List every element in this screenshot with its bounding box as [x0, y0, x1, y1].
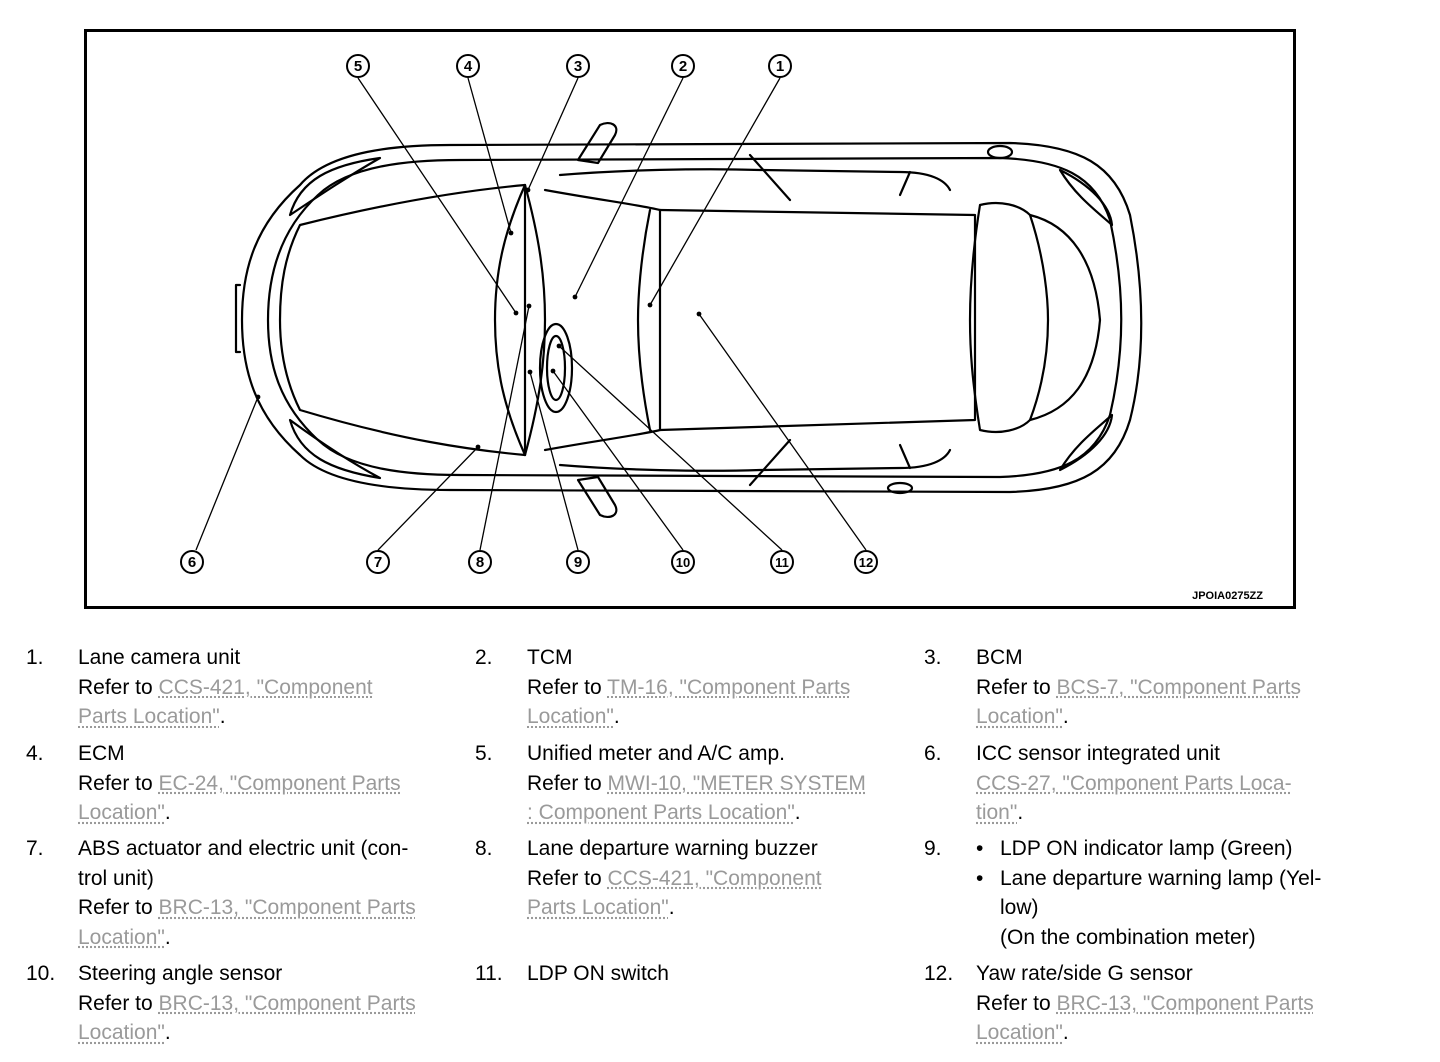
legend-number: 2.	[475, 646, 493, 669]
legend-number: 10.	[26, 962, 56, 985]
legend-title: LDP ON switch	[527, 962, 669, 985]
legend-number: 9.	[924, 837, 942, 860]
mirror-right	[576, 475, 618, 519]
legend-title: Lane camera unit	[78, 646, 241, 669]
svg-text:11: 11	[775, 555, 789, 570]
car-body-outline	[240, 141, 1143, 494]
legend-number: 5.	[475, 742, 493, 765]
svg-text:9: 9	[574, 554, 582, 571]
svg-text:6: 6	[188, 554, 196, 571]
callout-4: 4	[456, 54, 480, 78]
roof	[658, 208, 977, 432]
legend-title: Unified meter and A/C amp.	[527, 742, 785, 765]
callout-11: 11	[770, 550, 794, 574]
rear-window	[968, 201, 1050, 434]
legend-note: (On the combination meter)	[1000, 925, 1256, 949]
callout-12: 12	[854, 550, 878, 574]
legend-number: 7.	[26, 837, 44, 860]
callout-5: 5	[346, 54, 370, 78]
callout-2: 2	[671, 54, 695, 78]
legend-title: ICC sensor integrated unit	[976, 742, 1220, 765]
bullet-item: •Lane departure warning lamp (Yel-low)	[976, 866, 1322, 920]
callout-6: 6	[180, 550, 204, 574]
callout-10: 10	[671, 550, 695, 574]
legend-title: ABS actuator and electric unit (con-	[78, 837, 409, 860]
windshield	[543, 188, 662, 452]
legend-number: 8.	[475, 837, 493, 860]
headlight-left	[288, 156, 382, 217]
refer-to-text: Refer to	[527, 866, 608, 890]
refer-to-text: Refer to	[527, 675, 608, 699]
svg-text:10: 10	[676, 555, 690, 570]
svg-text:2: 2	[679, 58, 687, 75]
refer-to-text: Refer to	[78, 675, 159, 699]
legend-title: ECM	[78, 742, 125, 765]
legend-title: BCM	[976, 646, 1023, 669]
legend-title-cont: trol unit)	[78, 866, 154, 890]
legend-number: 1.	[26, 646, 44, 669]
reference-link[interactable]: MWI-10, "METER SYSTEM: Component Parts L…	[527, 771, 866, 825]
legend-number: 4.	[26, 742, 44, 765]
refer-to-text: Refer to	[527, 771, 608, 795]
legend-number: 6.	[924, 742, 942, 765]
legend-title: TCM	[527, 646, 573, 669]
svg-text:1: 1	[776, 58, 784, 75]
callout-8: 8	[468, 550, 492, 574]
car-top-view-drawing: 1 2 3 4 5 6 7 8 9 10 11 12	[180, 54, 1143, 574]
legend-title: Lane departure warning buzzer	[527, 837, 818, 860]
bullet-item: •LDP ON indicator lamp (Green)	[976, 837, 1293, 860]
reference-link[interactable]: CCS-27, "Component Parts Loca-tion"	[976, 771, 1292, 825]
figure-id-label: JPOIA0275ZZ	[1192, 590, 1263, 602]
callout-7: 7	[366, 550, 390, 574]
svg-text:8: 8	[476, 554, 484, 571]
svg-text:12: 12	[859, 555, 873, 570]
hood	[278, 183, 527, 457]
svg-text:5: 5	[354, 58, 362, 75]
callout-1: 1	[768, 54, 792, 78]
refer-to-text: Refer to	[78, 896, 159, 919]
refer-to-text: Refer to	[78, 771, 159, 795]
legend-number: 11.	[475, 962, 503, 985]
refer-to-text: Refer to	[78, 991, 159, 1015]
legend-title: Steering angle sensor	[78, 962, 283, 985]
vehicle-component-diagram: 1 2 3 4 5 6 7 8 9 10 11 12 JPOIA0275ZZ	[84, 29, 1296, 609]
svg-text:7: 7	[374, 554, 382, 571]
callout-9: 9	[566, 550, 590, 574]
callout-3: 3	[566, 54, 590, 78]
legend-number: 3.	[924, 646, 942, 669]
refer-to-text: Refer to	[976, 675, 1057, 699]
headlight-right	[288, 418, 382, 480]
legend-title: Yaw rate/side G sensor	[976, 962, 1193, 985]
steering-wheel	[538, 322, 574, 414]
svg-text:4: 4	[464, 58, 473, 75]
refer-to-text: Refer to	[976, 991, 1057, 1015]
mirror-left	[576, 121, 618, 165]
svg-text:3: 3	[574, 58, 582, 75]
legend-number: 12.	[924, 962, 954, 985]
